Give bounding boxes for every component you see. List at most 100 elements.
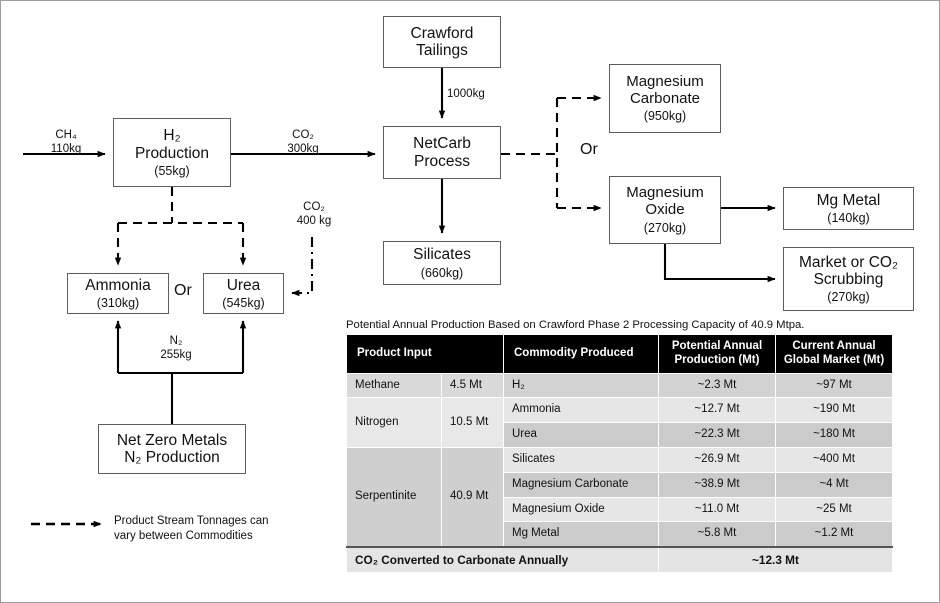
node-crawford-line2: Tailings bbox=[416, 42, 468, 59]
wire-co2-to-urea bbox=[291, 237, 314, 297]
node-urea[interactable]: Urea (545kg) bbox=[203, 273, 284, 314]
node-mgox-line2: Oxide bbox=[645, 201, 685, 218]
node-market-or-co2-scrubbing[interactable]: Market or CO₂ Scrubbing (270kg) bbox=[783, 247, 914, 311]
stream-n2-mass: 255kg bbox=[160, 348, 192, 361]
potential-urea: ~22.3 Mt bbox=[658, 422, 776, 448]
or-label-mgcarb-mgox: Or bbox=[580, 141, 598, 158]
market-mg-metal: ~1.2 Mt bbox=[775, 521, 893, 548]
node-netcarb-line1: NetCarb bbox=[413, 135, 471, 153]
node-market-line2: Scrubbing bbox=[813, 271, 884, 288]
node-mgmetal-sub: (140kg) bbox=[827, 211, 870, 226]
node-ammonia[interactable]: Ammonia (310kg) bbox=[67, 273, 169, 314]
input-name-methane: Methane bbox=[346, 372, 442, 399]
table-caption: Potential Annual Production Based on Cra… bbox=[346, 319, 805, 331]
table-row: Mg Metal ~5.8 Mt ~1.2 Mt bbox=[347, 521, 893, 548]
legend-line1: Product Stream Tonnages can bbox=[114, 515, 269, 527]
node-urea-sub: (545kg) bbox=[222, 296, 265, 311]
commodity-ammonia: Ammonia bbox=[503, 397, 659, 424]
commodity-magnesium-carbonate: Magnesium Carbonate bbox=[503, 471, 659, 498]
node-mgcarb-line1: Magnesium bbox=[626, 72, 704, 90]
potential-magnesium-oxide: ~11.0 Mt bbox=[658, 496, 776, 523]
legend-description: Product Stream Tonnages can vary between… bbox=[114, 514, 269, 544]
node-nzm-line1: Net Zero Metals bbox=[116, 431, 228, 449]
input-amount-serpentinite: 40.9 Mt bbox=[441, 446, 504, 548]
node-nzm-line2: N₂ Production bbox=[124, 449, 220, 466]
stream-ch4-mass: 110kg bbox=[50, 142, 82, 155]
commodity-urea: Urea bbox=[503, 422, 659, 448]
wire-mgox-to-market bbox=[663, 244, 776, 283]
table-row: Magnesium Carbonate ~38.9 Mt ~4 Mt bbox=[347, 471, 893, 498]
market-urea: ~180 Mt bbox=[775, 422, 893, 448]
node-magnesium-carbonate[interactable]: Magnesium Carbonate (950kg) bbox=[609, 64, 721, 133]
node-mgcarb-sub: (950kg) bbox=[643, 109, 687, 124]
stream-co2urea-mass: 400 kg bbox=[296, 214, 332, 227]
commodity-mg-metal: Mg Metal bbox=[503, 521, 659, 548]
stream-co2urea-species: CO₂ bbox=[303, 201, 325, 213]
potential-magnesium-carbonate: ~38.9 Mt bbox=[658, 471, 776, 498]
stream-label-co2-urea: CO₂ 400 kg bbox=[284, 201, 344, 229]
or-label-ammonia-urea: Or bbox=[174, 282, 192, 299]
stream-co2out-species: CO₂ bbox=[292, 129, 314, 141]
header-product-input: Product Input bbox=[346, 334, 504, 374]
node-ammonia-sub: (310kg) bbox=[96, 296, 140, 311]
node-magnesium-oxide[interactable]: Magnesium Oxide (270kg) bbox=[609, 176, 721, 244]
node-crawford-tailings[interactable]: Crawford Tailings bbox=[383, 16, 501, 68]
market-magnesium-carbonate: ~4 Mt bbox=[775, 471, 893, 498]
market-magnesium-oxide: ~25 Mt bbox=[775, 496, 893, 523]
input-name-nitrogen: Nitrogen bbox=[346, 397, 442, 448]
input-amount-methane: 4.5 Mt bbox=[441, 372, 504, 399]
production-table: Product Input Commodity Produced Potenti… bbox=[346, 334, 893, 574]
potential-ammonia: ~12.7 Mt bbox=[658, 397, 776, 424]
market-h2: ~97 Mt bbox=[775, 372, 893, 399]
table-total-row: CO₂ Converted to Carbonate Annually ~12.… bbox=[346, 546, 893, 574]
total-value: ~12.3 Mt bbox=[658, 546, 893, 574]
commodity-magnesium-oxide: Magnesium Oxide bbox=[503, 496, 659, 523]
stream-label-n2: N₂ 255kg bbox=[151, 335, 201, 363]
potential-mg-metal: ~5.8 Mt bbox=[658, 521, 776, 548]
node-silicates-sub: (660kg) bbox=[420, 265, 464, 280]
input-name-serpentinite: Serpentinite bbox=[346, 446, 442, 548]
input-amount-nitrogen: 10.5 Mt bbox=[441, 397, 504, 448]
node-mgmetal-line1: Mg Metal bbox=[816, 191, 881, 209]
node-h2-line2: Production bbox=[134, 144, 210, 162]
node-mgcarb-line2: Carbonate bbox=[629, 89, 701, 107]
table-row: Urea ~22.3 Mt ~180 Mt bbox=[347, 422, 893, 448]
node-silicates[interactable]: Silicates (660kg) bbox=[383, 241, 501, 285]
market-silicates: ~400 Mt bbox=[775, 446, 893, 473]
node-mg-metal[interactable]: Mg Metal (140kg) bbox=[783, 187, 914, 230]
stream-n2-species: N₂ bbox=[169, 335, 183, 347]
table-row: Nitrogen 10.5 Mt Ammonia ~12.7 Mt ~190 M… bbox=[346, 397, 893, 448]
node-market-sub: (270kg) bbox=[827, 290, 870, 305]
node-mgox-sub: (270kg) bbox=[643, 220, 687, 235]
table-row: Methane 4.5 Mt H₂ ~2.3 Mt ~97 Mt bbox=[346, 372, 893, 399]
table-header-row: Product Input Commodity Produced Potenti… bbox=[346, 334, 893, 374]
node-h2-sub: (55kg) bbox=[154, 163, 190, 178]
total-label: CO₂ Converted to Carbonate Annually bbox=[346, 546, 659, 574]
production-table-block: Potential Annual Production Based on Cra… bbox=[346, 319, 893, 574]
commodity-silicates: Silicates bbox=[503, 446, 659, 473]
node-crawford-line1: Crawford bbox=[410, 24, 474, 42]
potential-h2: ~2.3 Mt bbox=[658, 372, 776, 399]
stream-label-co2-out: CO₂ 300kg bbox=[273, 129, 333, 157]
header-global-market: Current Annual Global Market (Mt) bbox=[775, 334, 893, 374]
node-urea-line1: Urea bbox=[226, 276, 261, 294]
node-net-zero-metals[interactable]: Net Zero Metals N₂ Production bbox=[98, 424, 246, 474]
commodity-h2: H₂ bbox=[503, 372, 659, 399]
node-silicates-line1: Silicates bbox=[413, 246, 471, 264]
market-ammonia: ~190 Mt bbox=[775, 397, 893, 424]
potential-silicates: ~26.9 Mt bbox=[658, 446, 776, 473]
header-potential-production: Potential Annual Production (Mt) bbox=[658, 334, 776, 374]
stream-co2out-mass: 300kg bbox=[287, 142, 319, 155]
stream-tailings-mass: 1000kg bbox=[447, 88, 485, 100]
header-commodity: Commodity Produced bbox=[503, 334, 659, 374]
node-h2-line1: H₂ bbox=[163, 127, 181, 145]
node-market-line1: Market or CO₂ bbox=[798, 253, 899, 271]
table-row: Serpentinite 40.9 Mt Silicates ~26.9 Mt … bbox=[346, 446, 893, 548]
node-mgox-line1: Magnesium bbox=[626, 184, 704, 202]
node-h2-production[interactable]: H₂ Production (55kg) bbox=[113, 118, 231, 187]
stream-label-tailings: 1000kg bbox=[447, 88, 497, 102]
node-netcarb-process[interactable]: NetCarb Process bbox=[383, 126, 501, 179]
legend-line2: vary between Commodities bbox=[114, 529, 253, 542]
node-ammonia-line1: Ammonia bbox=[85, 276, 151, 294]
